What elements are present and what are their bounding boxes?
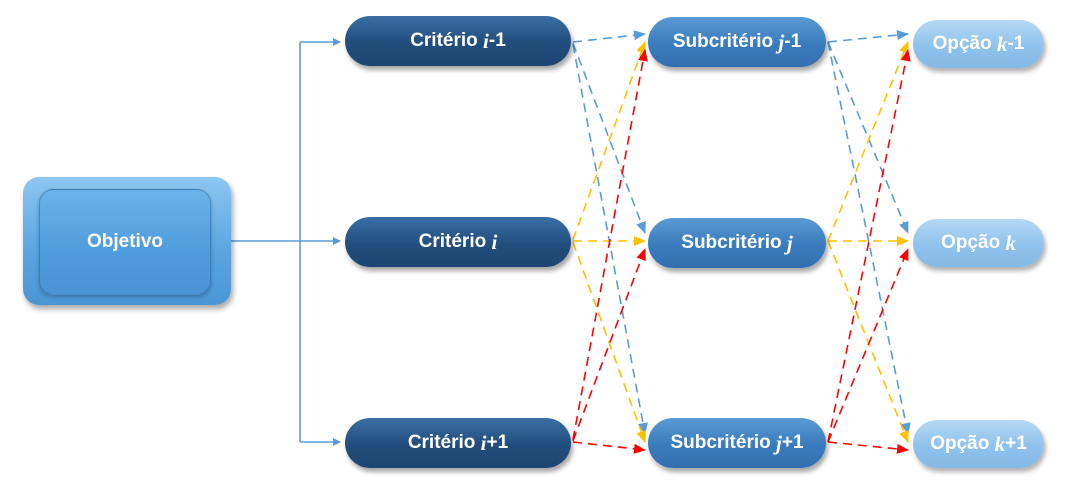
sub-to-opt-arrow-0-2 bbox=[827, 41, 911, 435]
option-prefix: Opção bbox=[930, 433, 990, 454]
subcriterion-prefix: Subcritério bbox=[672, 31, 774, 52]
criterion-node-i: Critério i bbox=[345, 217, 571, 267]
subcriterion-var: j bbox=[786, 230, 793, 255]
crit-to-sub-arrow-0-1 bbox=[572, 42, 646, 234]
sub-to-opt-arrow-0-0 bbox=[827, 30, 909, 43]
goal-node: Objetivo bbox=[39, 189, 211, 295]
crit-to-sub-arrow-2-2 bbox=[572, 441, 646, 454]
subcriterion-node-j-plus-1: Subcritério j+1 bbox=[648, 418, 826, 468]
criterion-var: i bbox=[491, 229, 498, 254]
option-prefix: Opção bbox=[932, 33, 992, 54]
option-node-k-minus-1: Opção k-1 bbox=[913, 20, 1044, 68]
criterion-var: i bbox=[483, 28, 489, 53]
subcriterion-var: j bbox=[776, 430, 782, 455]
subcriterion-suffix: +1 bbox=[781, 432, 804, 453]
crit-to-sub-arrow-0-0 bbox=[572, 30, 646, 43]
criterion-suffix: -1 bbox=[488, 30, 506, 51]
sub-to-opt-arrow-0-1 bbox=[827, 41, 909, 234]
option-var: k bbox=[997, 31, 1008, 56]
crit-to-sub-arrow-1-0 bbox=[572, 41, 646, 241]
criterion-node-i-plus-1: Critério i+1 bbox=[345, 418, 571, 468]
option-var: k bbox=[994, 431, 1006, 456]
subcriterion-node-j-minus-1: Subcritério j-1 bbox=[648, 17, 826, 67]
option-node-k: Opção k bbox=[913, 219, 1044, 267]
criterion-prefix: Critério bbox=[407, 432, 476, 453]
goal-label: Objetivo bbox=[86, 231, 163, 252]
crit-to-sub-arrow-1-2 bbox=[572, 241, 646, 443]
sub-to-opt-arrow-2-0 bbox=[827, 49, 911, 443]
option-suffix: -1 bbox=[1007, 33, 1025, 54]
sub-to-opt-arrow-1-0 bbox=[827, 41, 909, 242]
sub-to-opt-arrow-2-2 bbox=[827, 441, 909, 454]
subcriterion-suffix: -1 bbox=[784, 31, 802, 52]
criterion-node-i-minus-1: Critério i-1 bbox=[345, 16, 571, 66]
subcriterion-node-j: Subcritério j bbox=[648, 218, 826, 268]
subcriterion-var: j bbox=[778, 29, 785, 54]
sub-to-opt-arrow-2-1 bbox=[827, 248, 909, 443]
crit-to-sub-arrow-0-2 bbox=[572, 44, 648, 435]
option-var: k bbox=[1005, 230, 1016, 255]
criterion-prefix: Critério bbox=[418, 231, 487, 252]
option-suffix: +1 bbox=[1005, 433, 1027, 454]
criterion-suffix: +1 bbox=[486, 432, 509, 453]
criterion-var: i bbox=[480, 430, 487, 455]
crit-to-sub-arrow-2-0 bbox=[572, 49, 648, 440]
option-prefix: Opção bbox=[941, 232, 1001, 253]
subcriterion-prefix: Subcritério bbox=[681, 232, 782, 253]
subcriterion-prefix: Subcritério bbox=[670, 432, 771, 453]
sub-to-opt-arrow-1-2 bbox=[827, 240, 909, 443]
goal-connectors bbox=[231, 38, 341, 446]
cross-connectors bbox=[572, 30, 911, 454]
option-node-k-plus-1: Opção k+1 bbox=[913, 420, 1044, 468]
crit-to-sub-arrow-2-1 bbox=[572, 248, 646, 442]
criterion-prefix: Critério bbox=[410, 30, 478, 51]
